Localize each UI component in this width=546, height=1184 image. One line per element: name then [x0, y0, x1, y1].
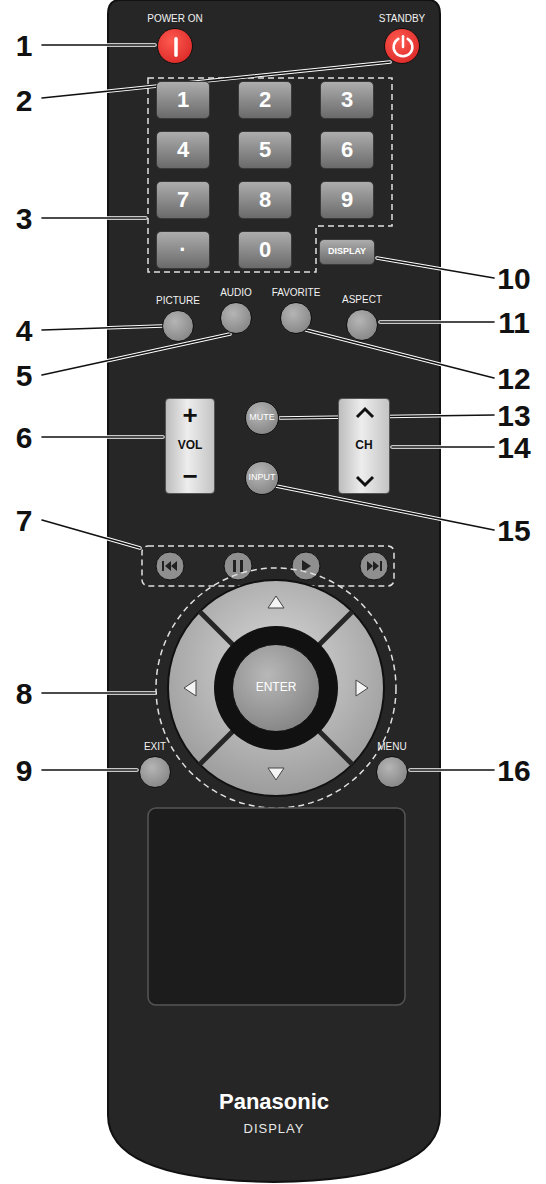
callout-number: 16	[497, 754, 530, 787]
rocker-sign: −	[182, 462, 197, 491]
number-key: 2	[238, 81, 292, 119]
button-label: ENTER	[256, 681, 297, 694]
button-face	[346, 309, 378, 341]
button-label: MUTE	[249, 413, 275, 423]
callout-number: 13	[497, 399, 530, 432]
key-label: 7	[177, 188, 189, 212]
callout-number: 10	[497, 262, 530, 295]
button-caption: FAVORITE	[272, 287, 321, 298]
on-icon	[158, 29, 194, 65]
button-caption: AUDIO	[220, 287, 252, 298]
key-label: 5	[259, 138, 271, 162]
menu-button: MENU	[375, 741, 409, 788]
key-label: 3	[341, 88, 353, 112]
number-key: 1	[156, 81, 210, 119]
button-caption: ASPECT	[342, 294, 382, 305]
remote-housing	[108, 0, 440, 1182]
number-key: 8	[238, 181, 292, 219]
direction-pad	[168, 580, 384, 796]
number-key: 3	[320, 81, 374, 119]
callout-number: 15	[497, 514, 530, 547]
button-face	[139, 756, 171, 788]
audio-button: AUDIO	[219, 287, 253, 334]
button-caption: POWER ON	[147, 13, 203, 24]
picture-button: PICTURE	[155, 295, 201, 342]
callout-number: 8	[16, 677, 33, 710]
media-buttons	[156, 552, 388, 580]
key-label: 2	[259, 88, 271, 112]
input-button: INPUT	[245, 461, 279, 495]
key-label: 8	[259, 188, 271, 212]
callout-number: 7	[16, 504, 33, 537]
button-caption: PICTURE	[156, 295, 200, 306]
callout-number: 6	[16, 421, 33, 454]
channel-rocker: CH	[338, 398, 390, 494]
favorite-button: FAVORITE	[271, 287, 322, 334]
number-key: 5	[238, 131, 292, 169]
key-label: DISPLAY	[328, 247, 366, 257]
button-caption: STANDBY	[379, 13, 426, 24]
product-line: DISPLAY	[108, 1122, 440, 1136]
aspect-button: ASPECT	[341, 294, 384, 341]
callout-number: 12	[497, 362, 530, 395]
number-key: 6	[320, 131, 374, 169]
sensor-window	[148, 808, 405, 1005]
number-key: 7	[156, 181, 210, 219]
button-face	[280, 302, 312, 334]
remote-body: PanasonicDISPLAYPOWER ONSTANDBY123456789…	[108, 0, 440, 1182]
callout-number: 2	[16, 84, 33, 117]
exit-button: EXIT	[138, 741, 172, 788]
number-key: 9	[320, 181, 374, 219]
callout-number: 1	[16, 29, 33, 62]
number-key: 4	[156, 131, 210, 169]
key-label: 9	[341, 188, 353, 212]
standby-icon	[385, 29, 421, 65]
button-face	[376, 756, 408, 788]
power-on-button: POWER ON	[146, 13, 204, 64]
callout-number: 9	[16, 754, 33, 787]
rocker-label: CH	[355, 439, 372, 452]
power-button-face	[157, 28, 193, 64]
standby-button: STANDBY	[378, 13, 427, 64]
display-key: DISPLAY	[319, 239, 375, 265]
enter-button: ENTER	[232, 644, 320, 732]
callout-number: 14	[497, 431, 530, 464]
callout-number: 5	[16, 359, 33, 392]
dot-key: ·	[156, 231, 210, 269]
key-label: 1	[177, 88, 189, 112]
mute-button: MUTE	[245, 401, 279, 435]
volume-rocker: + VOL −	[165, 398, 215, 494]
callout-number: 11	[498, 306, 530, 339]
power-button-face	[384, 28, 420, 64]
number-group-bracket	[148, 78, 392, 272]
key-label: ·	[179, 238, 186, 262]
key-label: 6	[341, 138, 353, 162]
button-caption: MENU	[377, 741, 406, 752]
number-key: 0	[238, 231, 292, 269]
rocker-sign: +	[182, 401, 197, 430]
key-label: 0	[259, 238, 271, 262]
leader-lines	[42, 45, 494, 770]
dpad-bracket	[156, 568, 396, 808]
rocker-label: VOL	[178, 439, 203, 452]
brand-name: Panasonic	[108, 1090, 440, 1114]
callout-number: 3	[16, 202, 33, 235]
button-face	[162, 310, 194, 342]
callout-number: 4	[16, 314, 33, 347]
button-caption: EXIT	[144, 741, 166, 752]
key-label: 4	[177, 138, 189, 162]
button-face	[220, 302, 252, 334]
button-label: INPUT	[249, 473, 276, 483]
